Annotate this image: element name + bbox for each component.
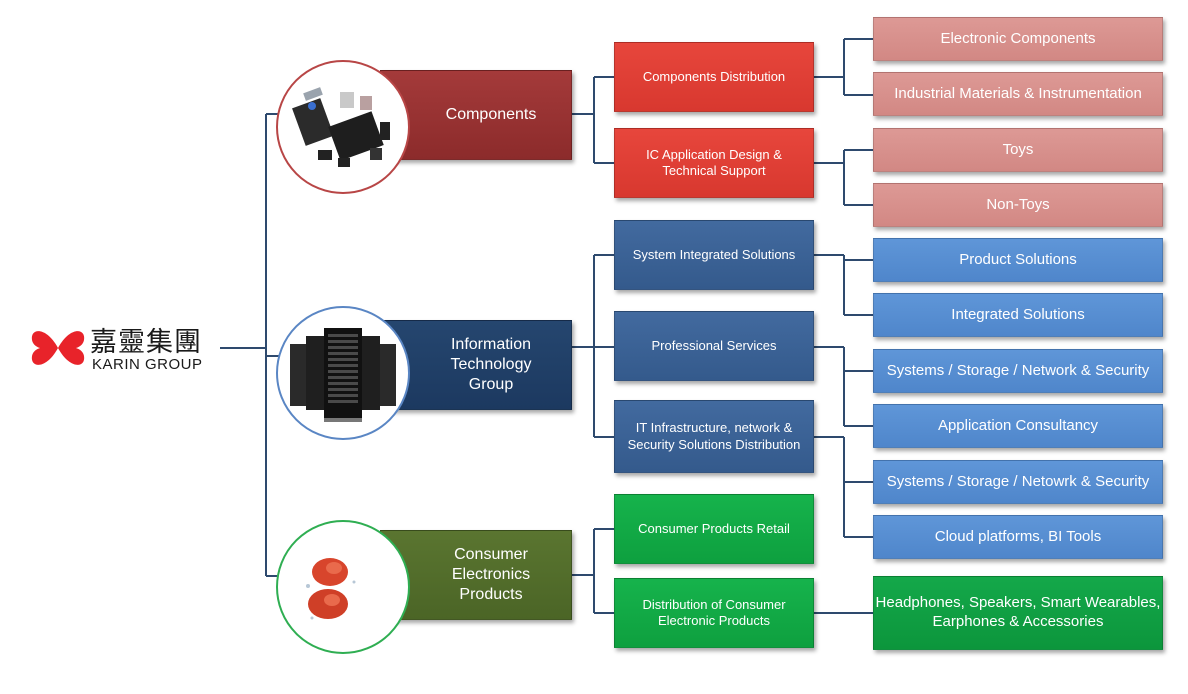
item-label: Systems / Storage / Netowrk & Security bbox=[886, 472, 1150, 490]
karin-butterfly-icon bbox=[31, 331, 85, 365]
sub-ic-application-design[interactable]: IC Application Design & Technical Suppor… bbox=[614, 128, 814, 198]
logo-chinese-name: 嘉靈集團 bbox=[90, 327, 202, 358]
division-consumer-label: Consumer Electronics Products bbox=[451, 546, 531, 603]
sub-professional-services[interactable]: Professional Services bbox=[614, 311, 814, 381]
sub-label: Professional Services bbox=[651, 337, 777, 353]
sub-components-distribution[interactable]: Components Distribution bbox=[614, 42, 814, 112]
sub-consumer-products-retail[interactable]: Consumer Products Retail bbox=[614, 494, 814, 564]
server-rack-icon bbox=[290, 328, 396, 422]
division-it-label: Information Technology Group bbox=[450, 336, 532, 393]
item-label: Cloud platforms, BI Tools bbox=[934, 527, 1102, 545]
sub-system-integrated-solutions[interactable]: System Integrated Solutions bbox=[614, 220, 814, 290]
item-systems-storage-netowrk-security[interactable]: Systems / Storage / Netowrk & Security bbox=[873, 460, 1163, 504]
item-label: Application Consultancy bbox=[937, 416, 1099, 434]
chips-icon bbox=[292, 87, 390, 167]
sub-it-infrastructure-distribution[interactable]: IT Infrastructure, network & Security So… bbox=[614, 400, 814, 473]
item-label: Systems / Storage / Network & Security bbox=[886, 361, 1150, 379]
sub-distribution-consumer-electronics[interactable]: Distribution of Consumer Electronic Prod… bbox=[614, 578, 814, 648]
item-label: Non-Toys bbox=[986, 195, 1050, 213]
sub-label: Distribution of Consumer Electronic Prod… bbox=[642, 596, 786, 628]
item-cloud-platforms-bi-tools[interactable]: Cloud platforms, BI Tools bbox=[873, 515, 1163, 559]
item-product-solutions[interactable]: Product Solutions bbox=[873, 238, 1163, 282]
item-industrial-materials[interactable]: Industrial Materials & Instrumentation bbox=[873, 72, 1163, 116]
item-label: Electronic Components bbox=[940, 29, 1096, 47]
item-electronic-components[interactable]: Electronic Components bbox=[873, 17, 1163, 61]
division-information-technology[interactable]: Information Technology Group bbox=[380, 320, 572, 410]
item-integrated-solutions[interactable]: Integrated Solutions bbox=[873, 293, 1163, 337]
components-image bbox=[276, 60, 410, 194]
item-label: Toys bbox=[1002, 140, 1034, 158]
item-label: Headphones, Speakers, Smart Wearables, E… bbox=[875, 594, 1161, 630]
sub-label: IC Application Design & Technical Suppor… bbox=[646, 146, 782, 178]
it-image bbox=[276, 306, 410, 440]
earbuds-icon bbox=[306, 558, 356, 620]
karin-group-logo: 嘉靈集團 KARIN GROUP bbox=[28, 318, 218, 378]
sub-label: Consumer Products Retail bbox=[638, 520, 790, 536]
item-headphones-speakers-wearables[interactable]: Headphones, Speakers, Smart Wearables, E… bbox=[873, 576, 1163, 650]
logo-english-name: KARIN GROUP bbox=[92, 356, 203, 373]
sub-label: Components Distribution bbox=[642, 68, 786, 84]
item-systems-storage-network-security[interactable]: Systems / Storage / Network & Security bbox=[873, 349, 1163, 393]
sub-label: IT Infrastructure, network & Security So… bbox=[627, 420, 801, 452]
item-label: Industrial Materials & Instrumentation bbox=[894, 84, 1142, 102]
division-components-label: Components bbox=[445, 106, 537, 123]
item-application-consultancy[interactable]: Application Consultancy bbox=[873, 404, 1163, 448]
division-consumer-electronics[interactable]: Consumer Electronics Products bbox=[380, 530, 572, 620]
division-components[interactable]: Components bbox=[380, 70, 572, 160]
item-non-toys[interactable]: Non-Toys bbox=[873, 183, 1163, 227]
item-label: Integrated Solutions bbox=[951, 305, 1085, 323]
sub-label: System Integrated Solutions bbox=[632, 246, 796, 262]
item-toys[interactable]: Toys bbox=[873, 128, 1163, 172]
item-label: Product Solutions bbox=[959, 250, 1077, 268]
consumer-image bbox=[276, 520, 410, 654]
